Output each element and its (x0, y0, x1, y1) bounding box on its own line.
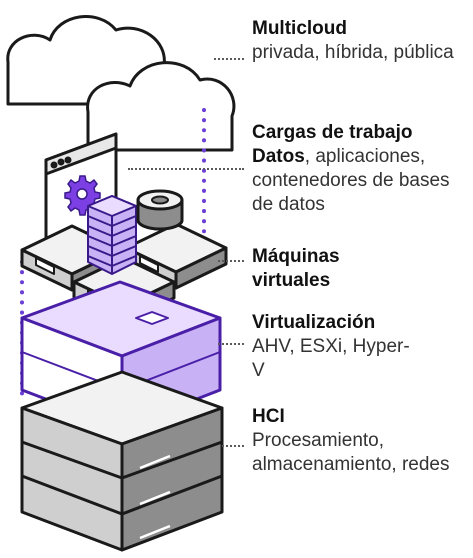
leader-line (214, 58, 244, 60)
layer-title: HCI (252, 406, 285, 427)
hci-server-icon (20, 370, 224, 552)
layer-description-rest: , aplicaciones, contenedores de bases de… (252, 146, 450, 215)
leader-line (128, 168, 244, 170)
layer-label-vms: Máquinas virtuales (252, 245, 402, 293)
layer-label-multicloud: Multicloud privada, híbrida, pública (252, 17, 473, 65)
layer-description: Datos, aplicaciones, contenedores de bas… (252, 145, 473, 217)
layer-title: Virtualización (252, 312, 376, 333)
layer-label-virtualization: Virtualización AHV, ESXi, Hyper-V (252, 311, 412, 383)
layer-highlight: Datos (252, 146, 305, 167)
leader-line (222, 445, 244, 447)
layer-title: Multicloud (252, 18, 347, 39)
layer-label-hci: HCI Procesamiento, almacenamiento, redes (252, 405, 452, 477)
leader-line (218, 260, 244, 262)
layer-label-workloads: Cargas de trabajo Datos, aplicaciones, c… (252, 121, 473, 217)
layer-title: Máquinas virtuales (252, 246, 340, 291)
layer-title: Cargas de trabajo (252, 122, 413, 143)
leader-line (218, 343, 244, 345)
database-icon (136, 189, 184, 231)
server-stack-icon (87, 195, 137, 275)
layer-description: AHV, ESXi, Hyper-V (252, 336, 410, 381)
layer-description: privada, híbrida, pública (252, 42, 454, 63)
layer-description: Procesamiento, almacenamiento, redes (252, 430, 450, 475)
cloud-icon (86, 61, 236, 152)
